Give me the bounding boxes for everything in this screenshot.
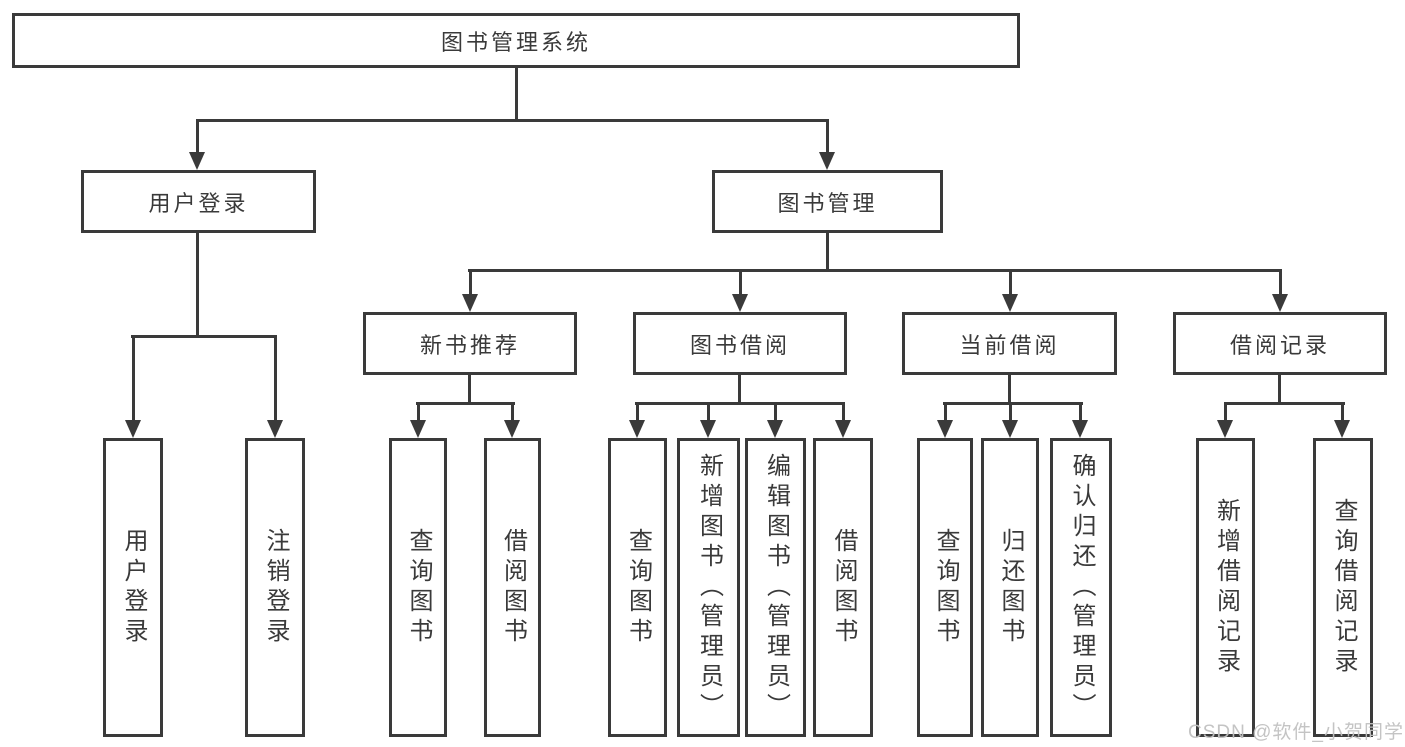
node-label: 借阅记录 xyxy=(1229,332,1330,358)
node-label: 新书推荐 xyxy=(419,332,520,358)
arrowhead-icon xyxy=(1072,420,1088,438)
connector-line xyxy=(774,402,777,422)
connector-line xyxy=(416,402,515,405)
node-label: 用户登录 xyxy=(120,527,147,648)
node-label: 借阅图书 xyxy=(499,527,527,648)
connector-line xyxy=(1009,402,1012,422)
leaf-query-books-borrowing: 查询图书 xyxy=(608,438,667,737)
node-label: 查询借阅记录 xyxy=(1330,497,1357,678)
connector-line xyxy=(842,402,845,422)
node-label: 图书借阅 xyxy=(689,332,790,358)
leaf-confirm-return-admin: 确认归还（管理员） xyxy=(1050,438,1112,737)
node-label: 新增图书（管理员） xyxy=(695,452,723,723)
node-label: 新增借阅记录 xyxy=(1212,497,1240,678)
arrowhead-icon xyxy=(1002,420,1018,438)
arrowhead-icon xyxy=(819,152,835,170)
leaf-query-borrow-record: 查询借阅记录 xyxy=(1313,438,1373,737)
connector-line xyxy=(511,402,514,422)
node-label: 查询图书 xyxy=(405,527,432,648)
node-user-login: 用户登录 xyxy=(81,170,316,233)
connector-line xyxy=(417,402,420,422)
arrowhead-icon xyxy=(125,420,141,438)
node-label: 当前借阅 xyxy=(959,332,1060,358)
arrowhead-icon xyxy=(1002,294,1018,312)
arrowhead-icon xyxy=(410,420,426,438)
node-label: 注销登录 xyxy=(262,527,289,648)
connector-line xyxy=(1009,269,1012,296)
connector-line xyxy=(196,119,199,154)
connector-line xyxy=(826,119,829,154)
leaf-edit-books-admin: 编辑图书（管理员） xyxy=(745,438,806,737)
node-book-management: 图书管理 xyxy=(712,170,943,233)
connector-line xyxy=(943,402,1083,405)
connector-line xyxy=(468,375,471,405)
connector-line xyxy=(1008,375,1011,405)
node-root-library-system: 图书管理系统 xyxy=(12,13,1020,68)
connector-line xyxy=(196,233,199,337)
arrowhead-icon xyxy=(629,420,645,438)
arrowhead-icon xyxy=(937,420,953,438)
connector-line xyxy=(132,335,135,422)
node-label: 借阅图书 xyxy=(830,527,857,648)
arrowhead-icon xyxy=(1217,420,1233,438)
connector-line xyxy=(738,375,741,405)
node-label: 查询图书 xyxy=(932,527,959,648)
node-label: 图书管理 xyxy=(777,190,878,216)
leaf-add-books-admin: 新增图书（管理员） xyxy=(677,438,740,737)
node-label: 查询图书 xyxy=(624,527,652,648)
arrowhead-icon xyxy=(835,420,851,438)
connector-line xyxy=(636,402,639,422)
leaf-borrow-books: 借阅图书 xyxy=(813,438,873,737)
arrowhead-icon xyxy=(1272,294,1288,312)
connector-line xyxy=(1079,402,1082,422)
arrowhead-icon xyxy=(189,152,205,170)
connector-line xyxy=(274,335,277,422)
node-current-borrowing: 当前借阅 xyxy=(902,312,1117,375)
node-label: 确认归还（管理员） xyxy=(1068,452,1095,723)
arrowhead-icon xyxy=(267,420,283,438)
node-label: 归还图书 xyxy=(997,527,1024,648)
node-borrow-records: 借阅记录 xyxy=(1173,312,1387,375)
arrowhead-icon xyxy=(462,294,478,312)
node-book-borrowing: 图书借阅 xyxy=(633,312,847,375)
node-label: 用户登录 xyxy=(148,190,249,216)
arrowhead-icon xyxy=(504,420,520,438)
connector-line xyxy=(131,335,277,338)
connector-line xyxy=(1279,269,1282,296)
connector-line xyxy=(1224,402,1227,422)
arrowhead-icon xyxy=(700,420,716,438)
arrowhead-icon xyxy=(1334,420,1350,438)
leaf-query-books-current: 查询图书 xyxy=(917,438,973,737)
node-new-book-recommend: 新书推荐 xyxy=(363,312,577,375)
connector-line xyxy=(739,269,742,296)
connector-line xyxy=(515,68,518,121)
leaf-return-books: 归还图书 xyxy=(981,438,1039,737)
csdn-watermark: CSDN @软件_小贺同学 xyxy=(1188,722,1404,743)
leaf-logout: 注销登录 xyxy=(245,438,305,737)
leaf-user-login: 用户登录 xyxy=(103,438,163,737)
connector-line xyxy=(944,402,947,422)
connector-line xyxy=(1224,402,1345,405)
connector-line xyxy=(1341,402,1344,422)
arrowhead-icon xyxy=(767,420,783,438)
connector-line xyxy=(469,269,472,296)
connector-line xyxy=(468,269,1282,272)
leaf-borrow-books-recommend: 借阅图书 xyxy=(484,438,541,737)
connector-line xyxy=(707,402,710,422)
node-label: 图书管理系统 xyxy=(440,29,591,55)
node-label: 编辑图书（管理员） xyxy=(762,452,790,723)
leaf-query-books-recommend: 查询图书 xyxy=(389,438,447,737)
connector-line xyxy=(635,402,845,405)
connector-line xyxy=(196,119,829,122)
arrowhead-icon xyxy=(732,294,748,312)
connector-line xyxy=(1278,375,1281,405)
connector-line xyxy=(826,233,829,272)
leaf-add-borrow-record: 新增借阅记录 xyxy=(1196,438,1255,737)
